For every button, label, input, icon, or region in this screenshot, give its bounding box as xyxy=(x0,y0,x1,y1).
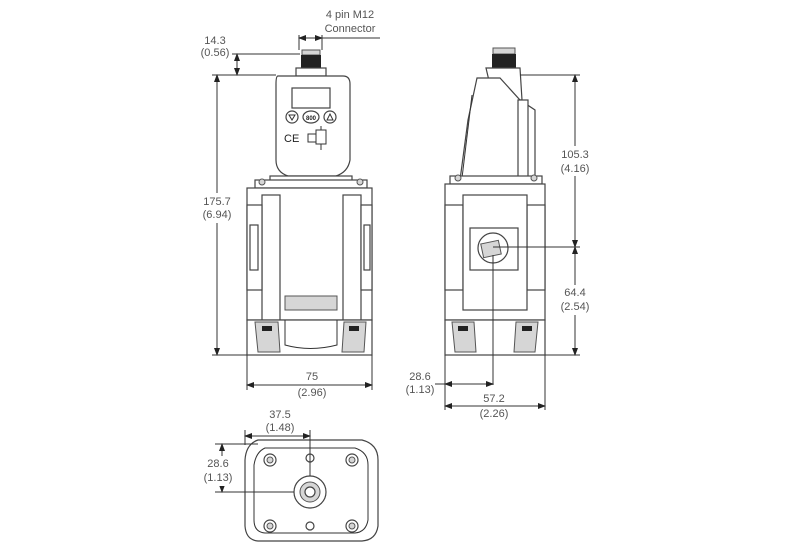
display-window xyxy=(291,87,331,109)
bottom-view-horizontal-offset-in-label: (1.48) xyxy=(266,422,295,434)
down-button-icon xyxy=(285,110,299,124)
front-view-total-height-in-label: (6.94) xyxy=(203,209,232,221)
bottom-view-vertical-offset-mm-label: 28.6 xyxy=(207,458,228,470)
mode-button xyxy=(302,110,320,124)
side-view-port-offset-in-label: (1.13) xyxy=(406,384,435,396)
connector-label-line2: Connector xyxy=(325,23,376,35)
side-view-upper-height-in-label: (4.16) xyxy=(561,163,590,175)
side-view-depth-mm-label: 57.2 xyxy=(483,393,504,405)
bottom-view-horizontal-offset-mm-label: 37.5 xyxy=(269,409,290,421)
side-view xyxy=(444,47,546,356)
connector-label-line1: 4 pin M12 xyxy=(326,9,374,21)
connector-thread xyxy=(301,55,321,68)
side-view-depth-in-label: (2.26) xyxy=(480,408,509,420)
front-view-width-in-label: (2.96) xyxy=(298,387,327,399)
label-plate xyxy=(284,295,338,311)
bottom-view xyxy=(244,439,379,542)
connector-cap xyxy=(301,49,321,56)
bottom-view-vertical-offset-in-label: (1.13) xyxy=(204,472,233,484)
side-dimensions: 105.3 (4.16) 64.4 (2.54) 28.6 (1.13) 57.… xyxy=(406,74,593,420)
side-view-upper-height-mm-label: 105.3 xyxy=(561,149,589,161)
front-view-total-height-mm-label: 175.7 xyxy=(203,196,231,208)
ce-mark: CE xyxy=(284,133,299,145)
bottom-dimensions: 37.5 (1.48) 28.6 (1.13) xyxy=(200,409,311,493)
side-view-port-offset-mm-label: 28.6 xyxy=(409,371,430,383)
valve-symbol-icon xyxy=(307,126,327,150)
front-dimensions: 4 pin M12 Connector 14.3 (0.56) 175.7 (6… xyxy=(198,9,380,399)
front-view-connector-height-in-label: (0.56) xyxy=(201,47,230,59)
front-view: 800 CE xyxy=(246,49,373,356)
side-head xyxy=(459,77,536,181)
up-button-icon xyxy=(323,110,337,124)
front-view-connector-height-mm-label: 14.3 xyxy=(204,35,225,47)
side-view-lower-height-mm-label: 64.4 xyxy=(564,287,585,299)
front-view-display-button-label-label: 800 xyxy=(306,116,317,122)
front-view-width-mm-label: 75 xyxy=(306,371,318,383)
side-view-lower-height-in-label: (2.54) xyxy=(561,301,590,313)
